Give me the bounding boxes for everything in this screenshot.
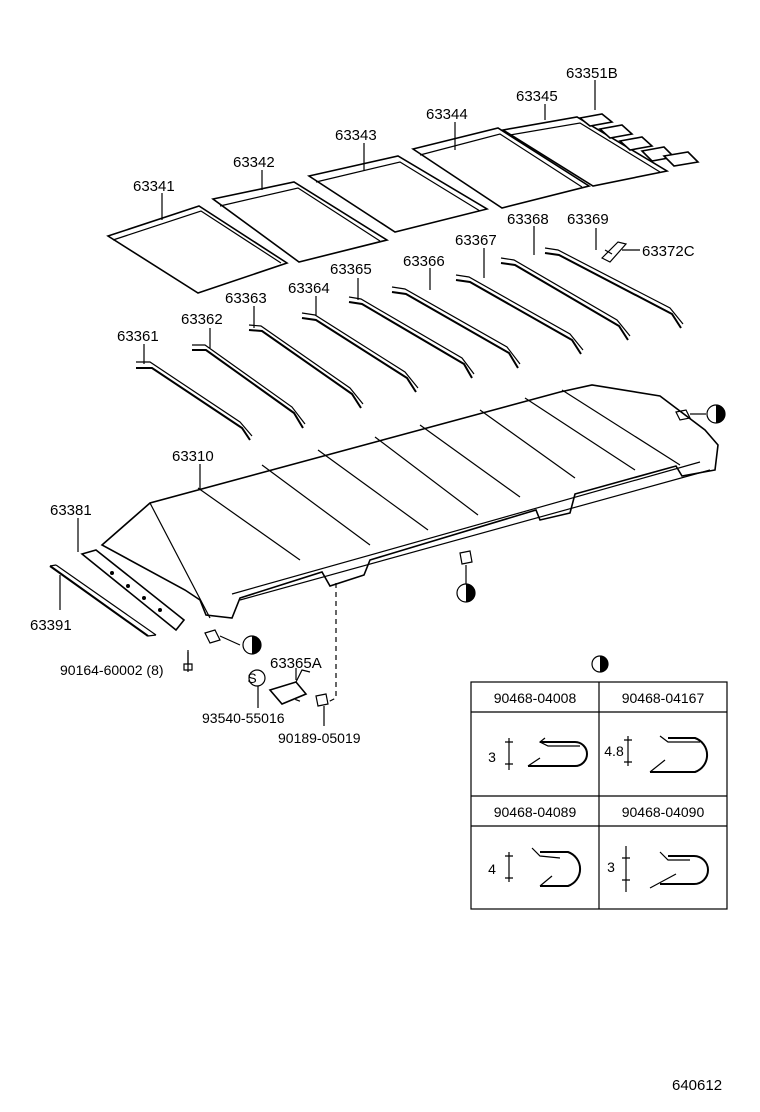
bow-63363 <box>248 324 364 409</box>
label-63367: 63367 <box>455 232 497 249</box>
label-90164-60002: 90164-60002 (8) <box>60 662 164 678</box>
bow-63369 <box>544 247 684 329</box>
bow-63365 <box>348 296 475 379</box>
s-mark: S <box>247 670 256 686</box>
label-63369: 63369 <box>567 211 609 228</box>
headlining-63310 <box>100 384 719 619</box>
label-63381: 63381 <box>50 502 92 519</box>
clip-dim-4: 3 <box>607 859 615 875</box>
label-63365A: 63365A <box>270 655 322 672</box>
label-63372C: 63372C <box>642 243 695 260</box>
bow-63366 <box>391 286 521 369</box>
garnish-63381 <box>80 549 186 632</box>
clip-left-lower <box>204 629 262 655</box>
bow-63367 <box>455 274 584 355</box>
molding-63391 <box>49 564 157 637</box>
label-63342: 63342 <box>233 154 275 171</box>
label-63364: 63364 <box>288 280 330 297</box>
label-63366: 63366 <box>403 253 445 270</box>
panel-63345 <box>500 116 670 187</box>
label-63351B: 63351B <box>566 65 618 82</box>
label-63310: 63310 <box>172 448 214 465</box>
clip-dim-2: 4.8 <box>604 743 624 759</box>
label-63365: 63365 <box>330 261 372 278</box>
label-63368: 63368 <box>507 211 549 228</box>
label-63391: 63391 <box>30 617 72 634</box>
clip-center <box>456 550 476 603</box>
clip-dim-1: 3 <box>488 749 496 765</box>
clip-part-1: 90468-04008 <box>494 690 577 706</box>
clip-right-upper <box>675 404 726 424</box>
panel-63344 <box>411 127 591 209</box>
clip-dim-3: 4 <box>488 861 496 877</box>
clip-drawing-1 <box>505 737 588 770</box>
leader-lines <box>59 80 640 726</box>
label-90189-05019: 90189-05019 <box>278 730 361 746</box>
figure-number: 640612 <box>672 1077 722 1094</box>
bow-63361 <box>136 361 253 441</box>
clip-table: 90468-04008 90468-04167 90468-04089 9046… <box>470 655 728 910</box>
clip-part-2: 90468-04167 <box>622 690 705 706</box>
panel-63341 <box>106 205 289 294</box>
panel-63342 <box>211 181 390 263</box>
clip-drawing-4 <box>622 846 709 892</box>
bow-63364 <box>301 312 419 393</box>
panel-63343 <box>306 155 490 233</box>
clip-63372C <box>600 241 628 263</box>
label-63344: 63344 <box>426 106 468 123</box>
pads-63351B <box>578 113 700 167</box>
bow-63362 <box>192 344 306 429</box>
clip-part-3: 90468-04089 <box>494 804 577 820</box>
label-63363: 63363 <box>225 290 267 307</box>
label-63341: 63341 <box>133 178 175 195</box>
label-93540-55016: 93540-55016 <box>202 710 285 726</box>
label-63362: 63362 <box>181 311 223 328</box>
bow-63368 <box>500 257 631 341</box>
label-63345: 63345 <box>516 88 558 105</box>
label-63361: 63361 <box>117 328 159 345</box>
dashed-leader <box>269 583 337 703</box>
clip-drawing-3 <box>505 847 582 887</box>
clip-part-4: 90468-04090 <box>622 804 705 820</box>
holder-63365A <box>248 669 329 707</box>
clip-drawing-2 <box>624 735 709 773</box>
label-63343: 63343 <box>335 127 377 144</box>
